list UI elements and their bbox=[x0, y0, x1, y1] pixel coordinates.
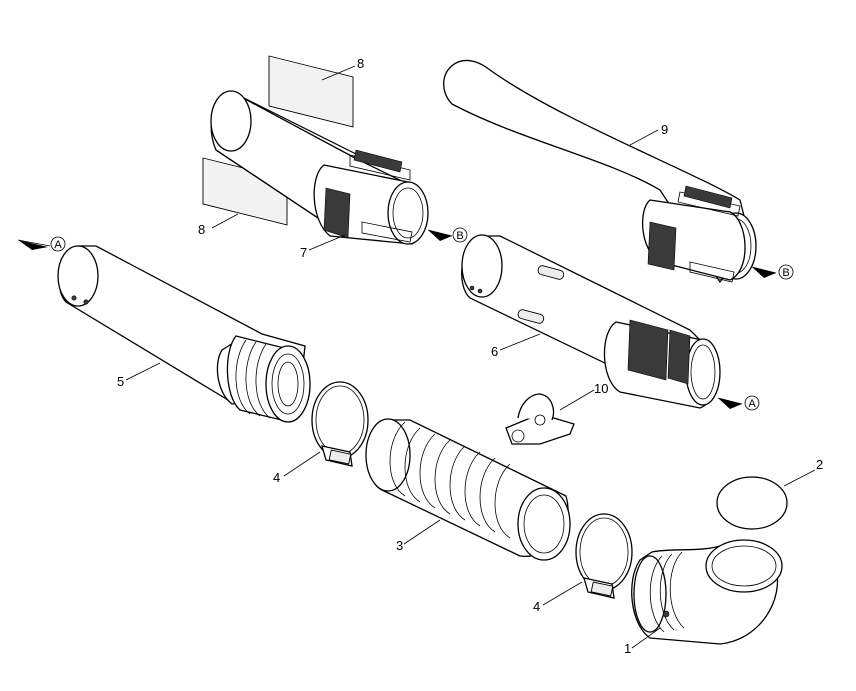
part-3-flex-hose bbox=[365, 418, 571, 561]
callout-6: 6 bbox=[491, 344, 498, 359]
callout-7: 7 bbox=[300, 245, 307, 260]
part-5-ring-ribs bbox=[235, 339, 271, 419]
part-6-middle-tube bbox=[461, 234, 721, 409]
callout-4-upper: 4 bbox=[273, 470, 280, 485]
part-1-ribs bbox=[649, 551, 685, 633]
ref-label-a-right: A bbox=[748, 398, 756, 410]
part-7-upper-tube bbox=[210, 90, 429, 245]
part-9-grip-ribs bbox=[647, 185, 733, 271]
ref-label-a-left: A bbox=[54, 239, 62, 251]
callout-10: 10 bbox=[594, 381, 608, 396]
callout-2: 2 bbox=[816, 457, 823, 472]
ref-arrow-b-right bbox=[751, 266, 777, 278]
ref-label-b-right: B bbox=[782, 267, 789, 279]
callout-8-upper: 8 bbox=[357, 56, 364, 71]
callout-4-lower: 4 bbox=[533, 599, 540, 614]
part-4-hose-clamp-lower bbox=[575, 513, 633, 599]
part-9-curved-tube bbox=[443, 59, 757, 284]
part-3-corrugations bbox=[389, 421, 511, 539]
part-7-grip-ribs bbox=[323, 149, 403, 239]
ref-arrow-a-right bbox=[717, 397, 743, 409]
callout-1: 1 bbox=[624, 641, 631, 656]
ref-circle-a-left: A bbox=[50, 236, 66, 252]
callout-5: 5 bbox=[117, 374, 124, 389]
ref-arrow-a-left bbox=[17, 239, 51, 250]
part-10-tube-clip bbox=[505, 393, 575, 445]
callout-8-lower: 8 bbox=[198, 222, 205, 237]
leader-lines bbox=[125, 65, 816, 649]
part-6-grip-ribs bbox=[627, 319, 691, 385]
part-5-nozzle-tube bbox=[57, 245, 311, 423]
ref-label-b-mid: B bbox=[456, 230, 463, 242]
part-8-decal-upper bbox=[268, 55, 354, 128]
part-4-hose-clamp-upper bbox=[311, 381, 369, 467]
part-2-gasket bbox=[716, 476, 788, 530]
callout-9: 9 bbox=[661, 122, 668, 137]
ref-arrow-b-mid bbox=[427, 229, 453, 241]
ref-circle-a-right: A bbox=[744, 395, 760, 411]
ref-circle-b-right: B bbox=[778, 264, 794, 280]
callout-3: 3 bbox=[396, 538, 403, 553]
part-1-elbow bbox=[631, 539, 783, 645]
ref-circle-b-mid: B bbox=[452, 227, 468, 243]
